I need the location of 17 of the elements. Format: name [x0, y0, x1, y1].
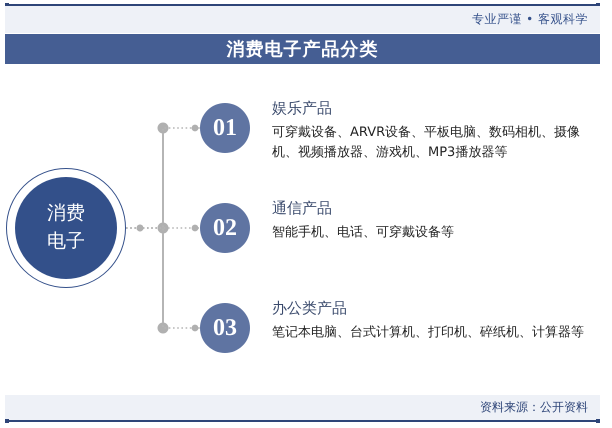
number-circle — [200, 303, 250, 353]
connector — [126, 224, 200, 332]
category-description: 智能手机、电话、可穿戴设备等 — [272, 224, 455, 242]
source-note: 资料来源：公开资料 — [480, 399, 588, 416]
category-description: 可穿戴设备、ARVR设备、平板电脑、数码相机、摄像机、视频播放器、游戏机、MP3播放器等 — [272, 124, 582, 162]
step-number: 01 — [213, 116, 237, 140]
node-label: 消费电子 — [46, 201, 86, 254]
step-number: 03 — [213, 316, 237, 340]
category-heading: 通信产品 — [272, 199, 333, 217]
step-number: 02 — [213, 216, 237, 240]
category-heading: 娱乐产品 — [272, 99, 333, 117]
diagram-title: 消费电子产品分类 — [226, 38, 378, 61]
slogan: 专业严谨 • 客观科学 — [472, 11, 588, 28]
number-circle — [200, 203, 250, 253]
category-heading: 办公类产品 — [272, 299, 348, 317]
category-description: 笔记本电脑、台式计算机、打印机、碎纸机、计算器等 — [272, 324, 585, 342]
number-circle — [200, 103, 250, 153]
